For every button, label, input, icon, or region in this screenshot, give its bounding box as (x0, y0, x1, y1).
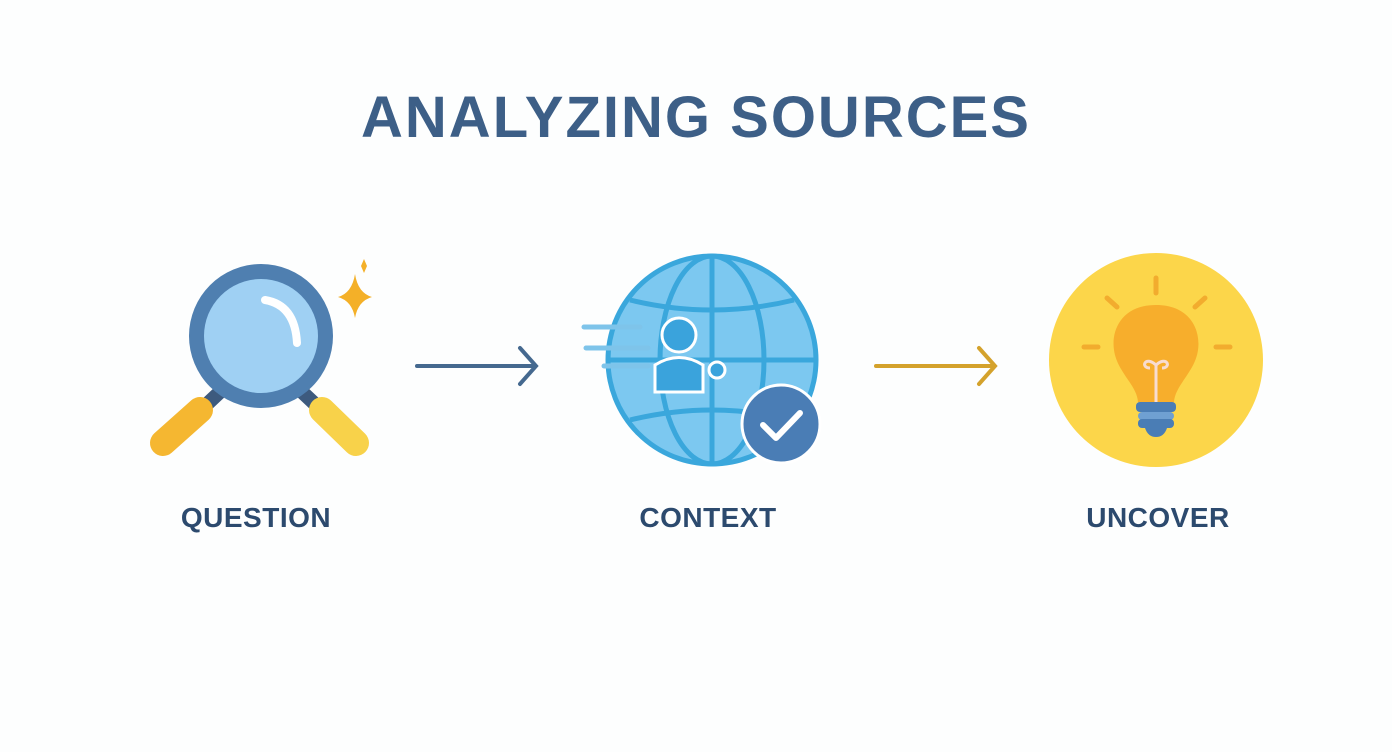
step-label-context: CONTEXT (639, 502, 777, 533)
arrow-right-icon (415, 346, 539, 386)
step-label-question: QUESTION (180, 502, 332, 533)
page-title: ANALYZING SOURCES (361, 85, 1031, 150)
lightbulb-icon (1049, 253, 1263, 467)
sparkle-icon (338, 274, 372, 318)
globe-icon (581, 253, 822, 467)
step-label-uncover: UNCOVER (1086, 502, 1230, 533)
magnifying-glass-icon (150, 259, 372, 456)
check-badge-icon (740, 383, 822, 465)
arrow-right-icon (874, 346, 998, 386)
person-icon (581, 316, 727, 394)
